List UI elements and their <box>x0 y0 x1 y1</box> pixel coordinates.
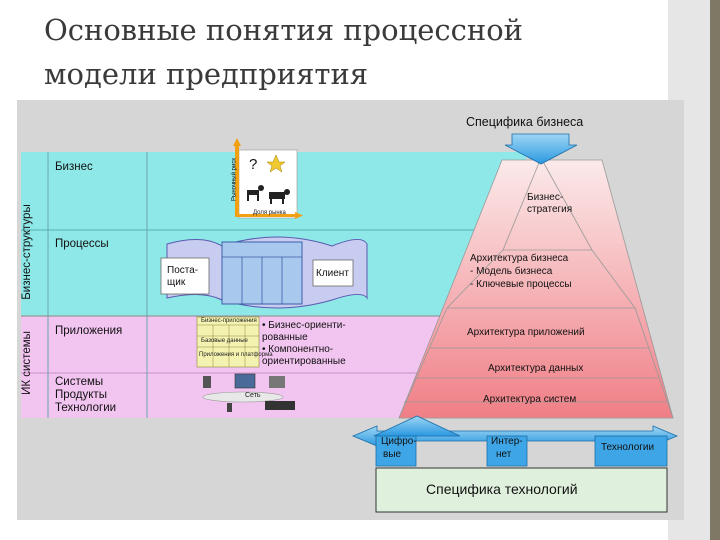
technology-specifics-box <box>375 467 668 513</box>
app-bullet-2: рованные <box>262 332 308 343</box>
app-table-label-2: Базовые данные <box>201 338 248 344</box>
supplier-label-2: щик <box>167 277 186 288</box>
digital-arrow-head <box>373 415 461 437</box>
row-systems-label: Системы <box>55 376 104 388</box>
app-table-label-1: Бизнес-приложения <box>201 318 257 324</box>
business-architecture-label: Архитектура бизнеса <box>470 253 569 264</box>
system-architecture-label: Архитектура систем <box>483 394 577 405</box>
internet-arrow <box>486 435 528 467</box>
client-box <box>312 259 354 287</box>
supplier-box <box>160 257 210 295</box>
business-strategy-label-1: Бизнес- <box>527 192 564 203</box>
row-business-label: Бизнес <box>55 161 93 173</box>
app-bullet-4: ориентированные <box>262 356 346 367</box>
monitor-icon <box>234 373 256 389</box>
slide-side-accent <box>710 0 720 540</box>
business-strategy-label-2: стратегия <box>527 204 573 215</box>
app-bullet-1: • Бизнес-ориенти- <box>262 320 346 331</box>
app-bullet-3: • Компонентно- <box>262 344 334 355</box>
data-architecture-label: Архитектура данных <box>488 363 584 374</box>
app-table-label-3: Приложения и платформа <box>199 352 273 358</box>
business-specifics-arrow <box>504 133 578 165</box>
applications-table <box>196 316 260 368</box>
network-label: Сеть <box>245 392 261 399</box>
market-risk-axis-arrow <box>233 138 241 146</box>
digital-arrow <box>375 435 417 467</box>
key-processes-label: - Ключевые процессы <box>470 279 572 290</box>
business-specifics-label: Специфика бизнеса <box>466 115 584 129</box>
technology-specifics-label: Специфика технологий <box>426 481 578 497</box>
application-architecture-label: Архитектура приложений <box>467 327 585 338</box>
ic-systems-label: ИК системы <box>21 331 33 395</box>
network-line <box>202 391 284 403</box>
cow-icon <box>269 189 290 204</box>
question-mark-label: ? <box>249 156 258 173</box>
client-label: Клиент <box>316 268 349 279</box>
internet-label-1: Интер- <box>491 436 523 447</box>
technologies-arrow <box>594 435 668 467</box>
phone-icon <box>203 376 211 388</box>
row-products-label: Продукты <box>55 389 107 401</box>
business-structures-label: Бизнес-структуры <box>21 204 33 300</box>
supplier-label-1: Поста- <box>167 265 199 276</box>
market-share-label: Доля рынка <box>253 210 286 216</box>
row-processes-label: Процессы <box>55 238 109 250</box>
market-risk-label: Рыночный риск <box>231 158 238 201</box>
digital-label-2: вые <box>383 449 402 460</box>
diagram-canvas <box>21 133 679 513</box>
computer-icon <box>269 376 285 388</box>
internet-label-2: нет <box>496 449 512 460</box>
dog-icon <box>247 185 264 201</box>
slide-title: Основные понятия процессной модели предп… <box>44 13 523 91</box>
business-model-label: - Модель бизнеса <box>470 266 553 277</box>
star-icon <box>266 154 286 173</box>
digital-label-1: Цифро- <box>381 436 417 447</box>
device-icon <box>227 403 232 412</box>
server-rack-icon <box>265 401 295 410</box>
enterprise-process-model-diagram: Специфика бизнеса Бизнес-структуры ИК си… <box>17 100 684 520</box>
row-applications-label: Приложения <box>55 325 123 337</box>
row-technologies-label: Технологии <box>55 402 117 414</box>
technologies-label: Технологии <box>601 442 655 453</box>
